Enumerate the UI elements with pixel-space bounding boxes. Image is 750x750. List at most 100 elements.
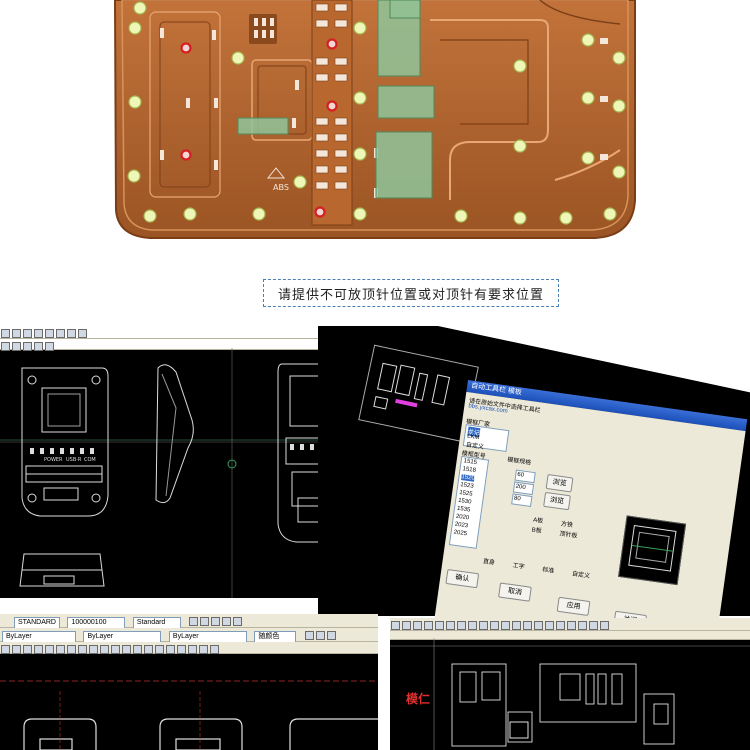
tool-icon[interactable] — [222, 617, 232, 626]
tool-icon[interactable] — [211, 617, 221, 626]
tool-icon[interactable] — [424, 621, 433, 630]
draw-tool-icon[interactable] — [45, 645, 54, 654]
size-item[interactable]: 1523 — [459, 481, 474, 490]
draw-tool-icon[interactable] — [100, 645, 109, 654]
draw-tool-icon[interactable] — [133, 645, 142, 654]
draw-tool-icon[interactable] — [89, 645, 98, 654]
cross-icon[interactable] — [56, 329, 65, 338]
size-item[interactable]: 1535 — [456, 505, 471, 514]
tool-icon[interactable] — [501, 621, 510, 630]
checkbox-2[interactable]: 工字 — [512, 563, 525, 571]
size-list[interactable]: 1515 1518 1520 1523 1525 1530 1535 2020 … — [448, 455, 490, 549]
draw-tool-icon[interactable] — [210, 645, 219, 654]
circle-tool-icon[interactable] — [12, 342, 21, 351]
draw-tool-icon[interactable] — [1, 645, 10, 654]
vendor-list[interactable]: 龙记 LKM 自定义 — [462, 424, 510, 453]
tool-icon[interactable] — [578, 621, 587, 630]
draw-tool-icon[interactable] — [188, 645, 197, 654]
cad-layer-toolbar: ByLayer ByLayer ByLayer 随颜色 — [0, 628, 378, 643]
mold-preview — [618, 515, 687, 586]
option-c[interactable]: 方铁 — [560, 521, 574, 529]
measure-icon[interactable] — [34, 329, 43, 338]
tool-icon[interactable] — [567, 621, 576, 630]
size-item[interactable]: 1525 — [458, 489, 473, 498]
ok-button[interactable]: 确认 — [445, 568, 480, 589]
request-banner-text: 请提供不可放顶针位置或对顶针有要求位置 — [277, 287, 544, 303]
tool-icon[interactable] — [402, 621, 411, 630]
tool-icon[interactable] — [457, 621, 466, 630]
cad-canvas-main[interactable]: POWER USB·R COM — [0, 348, 372, 598]
grid-icon[interactable] — [67, 329, 76, 338]
checkbox-3[interactable]: 标准 — [541, 567, 555, 575]
tool-icon[interactable] — [523, 621, 532, 630]
tool-icon[interactable] — [315, 631, 325, 640]
draw-tool-icon[interactable] — [144, 645, 153, 654]
tool-icon[interactable] — [233, 617, 243, 626]
tool-icon[interactable] — [446, 621, 455, 630]
arc-tool-icon[interactable] — [23, 342, 32, 351]
draw-tool-icon[interactable] — [122, 645, 131, 654]
option-b[interactable]: B板 — [531, 527, 543, 535]
rect-tool-icon[interactable] — [34, 342, 43, 351]
tool-icon[interactable] — [468, 621, 477, 630]
draw-tool-icon[interactable] — [199, 645, 208, 654]
apply-button[interactable]: 应用 — [556, 596, 591, 617]
cancel-button[interactable]: 取消 — [498, 582, 532, 602]
size-item[interactable]: 2023 — [454, 521, 469, 530]
cad-canvas-bottom-right[interactable] — [390, 638, 750, 750]
text-style-combo[interactable]: STANDARD — [14, 616, 60, 629]
scale-combo[interactable]: 100000100 — [67, 616, 126, 629]
browse-button[interactable]: 浏览 — [545, 474, 574, 493]
tool-icon[interactable] — [600, 621, 609, 630]
tool-icon[interactable] — [556, 621, 565, 630]
zoom-icon[interactable] — [1, 329, 10, 338]
dimension-icon[interactable] — [45, 329, 54, 338]
line-tool-icon[interactable] — [45, 342, 54, 351]
draw-tool-icon[interactable] — [67, 645, 76, 654]
cad-canvas-bottom-left[interactable] — [0, 651, 378, 750]
tool-icon[interactable] — [413, 621, 422, 630]
browse-button-2[interactable]: 浏览 — [543, 491, 571, 511]
linetype-combo[interactable]: ByLayer — [83, 630, 162, 643]
draw-tool-icon[interactable] — [166, 645, 175, 654]
draw-tool-icon[interactable] — [177, 645, 186, 654]
size-item[interactable]: 1530 — [457, 497, 472, 506]
option-a[interactable]: A板 — [532, 517, 544, 525]
checkbox-4[interactable]: 自定义 — [571, 571, 591, 580]
tool-icon[interactable] — [490, 621, 499, 630]
checkbox-1[interactable]: 直身 — [482, 558, 496, 567]
dim-style-combo[interactable]: Standard — [132, 616, 181, 629]
size-item-selected[interactable]: 1520 — [461, 474, 476, 482]
size-item[interactable]: 2025 — [453, 529, 468, 538]
size-item[interactable]: 1515 — [463, 458, 478, 467]
layer-combo[interactable]: ByLayer — [2, 630, 76, 643]
tool-icon[interactable] — [391, 621, 400, 630]
tool-icon[interactable] — [304, 631, 314, 640]
option-d[interactable]: 顶针板 — [559, 531, 578, 540]
layer-icon[interactable] — [1, 342, 10, 351]
tool-icon[interactable] — [200, 617, 210, 626]
tool-icon[interactable] — [512, 621, 521, 630]
value-field-2[interactable]: 80 — [511, 493, 533, 507]
draw-tool-icon[interactable] — [12, 645, 21, 654]
draw-tool-icon[interactable] — [155, 645, 164, 654]
tool-icon[interactable] — [479, 621, 488, 630]
tool-icon[interactable] — [545, 621, 554, 630]
draw-tool-icon[interactable] — [34, 645, 43, 654]
tool-icon[interactable] — [326, 631, 336, 640]
tool-icon[interactable] — [189, 617, 199, 626]
size-item[interactable]: 1518 — [462, 466, 477, 474]
color-combo[interactable]: 随颜色 — [254, 630, 297, 643]
snap-icon[interactable] — [78, 329, 87, 338]
tool-icon[interactable] — [589, 621, 598, 630]
draw-tool-icon[interactable] — [56, 645, 65, 654]
pan-icon[interactable] — [12, 329, 21, 338]
lineweight-combo[interactable]: ByLayer — [168, 630, 247, 643]
draw-tool-icon[interactable] — [111, 645, 120, 654]
draw-tool-icon[interactable] — [23, 645, 32, 654]
zoom-window-icon[interactable] — [23, 329, 32, 338]
tool-icon[interactable] — [435, 621, 444, 630]
draw-tool-icon[interactable] — [78, 645, 87, 654]
tool-icon[interactable] — [534, 621, 543, 630]
size-item[interactable]: 2020 — [455, 513, 470, 522]
